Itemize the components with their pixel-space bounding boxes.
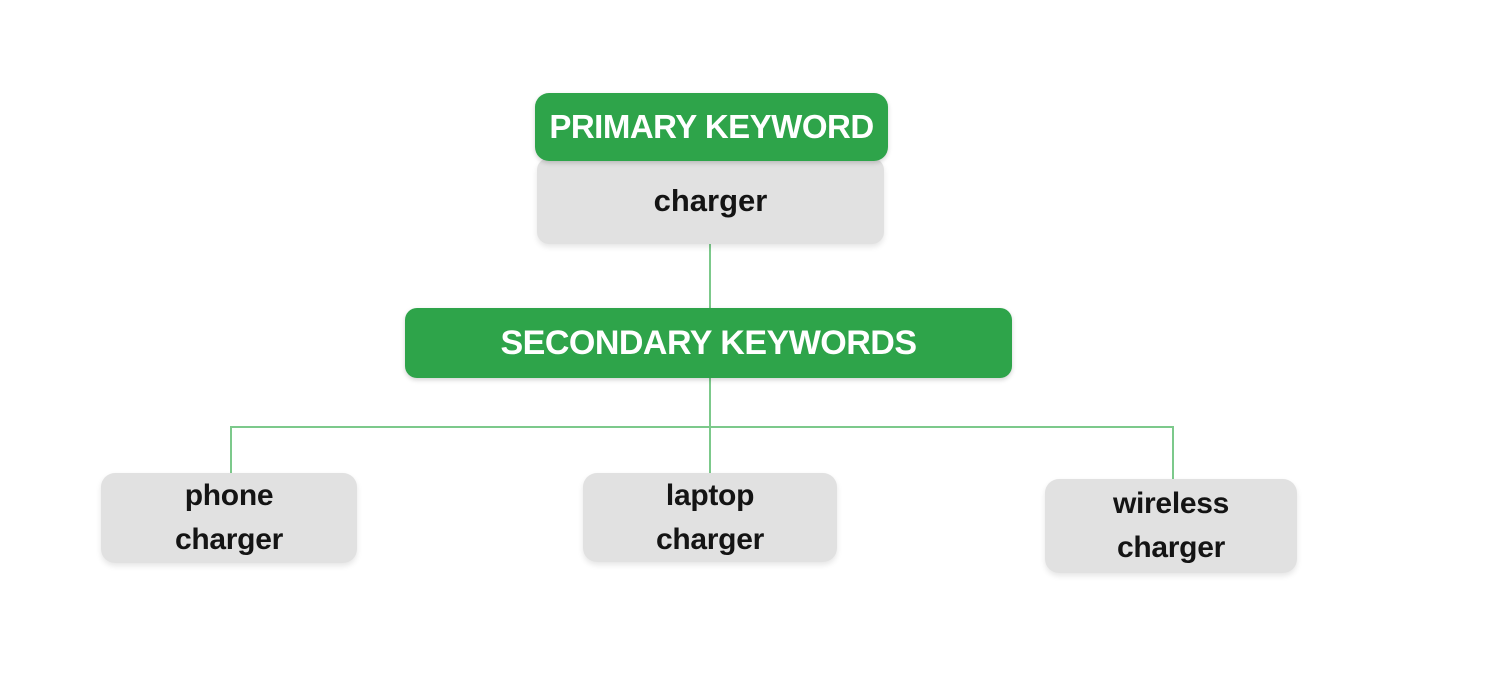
leaf-box-wireless-charger: wireless charger [1045, 479, 1297, 573]
primary-keyword-header: PRIMARY KEYWORD [535, 93, 888, 161]
leaf-box-laptop-charger: laptop charger [583, 473, 837, 562]
leaf-laptop-line2: charger [656, 522, 764, 556]
leaf-phone-line2: charger [175, 523, 283, 556]
secondary-keywords-header: SECONDARY KEYWORDS [405, 308, 1012, 378]
connector-primary-to-secondary [709, 244, 711, 308]
secondary-keywords-label: SECONDARY KEYWORDS [500, 323, 917, 362]
leaf-wireless-line2: charger [1117, 531, 1225, 564]
leaf-wireless-line1: wireless [1112, 487, 1230, 520]
leaf-laptop-line1: laptop [665, 478, 755, 512]
primary-keyword-label: PRIMARY KEYWORD [549, 108, 874, 145]
connector-drop-wireless [1172, 428, 1174, 479]
connector-drop-laptop [709, 428, 711, 473]
primary-keyword-value-box: charger [537, 158, 884, 244]
connector-secondary-to-rail [709, 378, 711, 426]
connector-drop-phone [230, 428, 232, 473]
leaf-phone-line1: phone [184, 479, 274, 512]
connector-rail [230, 426, 1174, 428]
leaf-box-phone-charger: phone charger [101, 473, 357, 563]
primary-keyword-value: charger [653, 183, 768, 218]
